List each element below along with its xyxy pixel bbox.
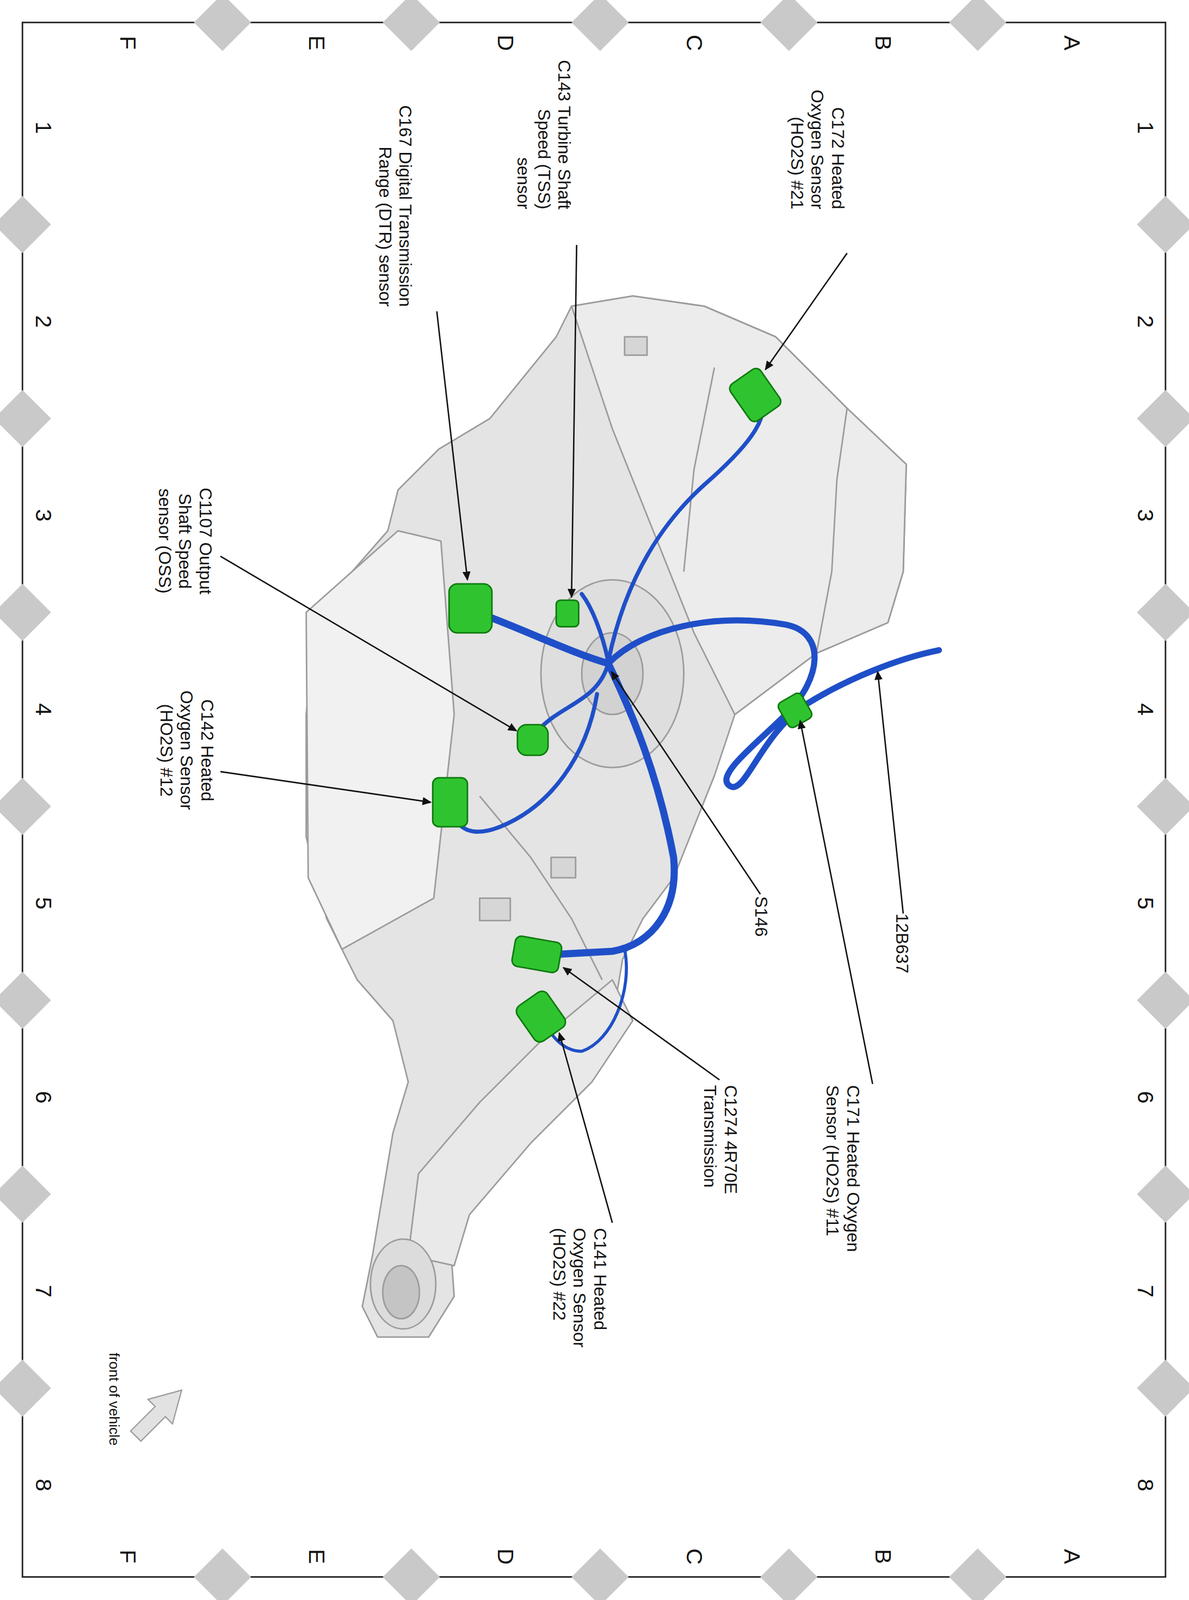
grid-number: 1 <box>29 107 57 149</box>
grid-number: 6 <box>1131 1076 1159 1118</box>
callout-label: C1107 Output Shaft Speed sensor (OSS) <box>152 472 215 611</box>
grid-number: 4 <box>1131 688 1159 730</box>
callout-label: C172 Heated Oxygen Sensor (HO2S) #21 <box>785 56 848 209</box>
grid-letter: E <box>303 22 330 64</box>
splice-label: S146 <box>749 896 771 958</box>
grid-letter: C <box>680 1536 708 1577</box>
grid-number: 6 <box>29 1076 57 1118</box>
grid-number: 8 <box>29 1464 57 1506</box>
grid-letter: F <box>114 1536 141 1577</box>
transmission-case <box>306 296 907 1338</box>
grid-number: 7 <box>1131 1270 1159 1312</box>
grid-number: 3 <box>29 495 57 537</box>
callout-label: C143 Turbine Shaft Speed (TSS) sensor <box>512 56 574 209</box>
grid-letter: B <box>869 1536 897 1577</box>
callout-label: C1274 4R70E Transmission <box>699 1085 741 1238</box>
wiring-harness <box>451 399 939 1052</box>
part-number: 12B637 <box>890 913 912 1006</box>
grid-letter: A <box>1058 1536 1086 1577</box>
front-arrow <box>130 1389 182 1441</box>
grid-number: 3 <box>1131 495 1159 537</box>
leader-lines <box>220 244 904 1223</box>
grid-number: 5 <box>29 882 57 924</box>
connectors <box>432 366 814 1045</box>
grid-number: 2 <box>1131 300 1159 342</box>
grid-number: 4 <box>29 688 57 730</box>
grid-letter: E <box>303 1536 330 1577</box>
grid-number: 8 <box>1131 1464 1159 1506</box>
page-frame <box>22 22 1166 1577</box>
grid-number: 1 <box>1131 107 1159 149</box>
grid-number: 2 <box>29 300 57 342</box>
grid-letter: A <box>1058 22 1086 64</box>
grid-letter: F <box>114 22 141 64</box>
grid-letter: B <box>869 22 897 64</box>
callout-label: C167 Digital Transmission Range (DTR) se… <box>373 56 415 307</box>
callout-label: C141 Heated Oxygen Sensor (HO2S) #22 <box>547 1227 610 1381</box>
grid-letter: D <box>491 22 519 64</box>
grid-letter: D <box>491 1536 519 1577</box>
grid-number: 7 <box>29 1270 57 1312</box>
direction-note: front of vehicle <box>106 1352 123 1506</box>
callout-label: C171 Heated Oxygen Sensor (HO2S) #11 <box>821 1085 863 1259</box>
callout-label: C142 Heated Oxygen Sensor (HO2S) #12 <box>155 673 217 827</box>
grid-number: 5 <box>1131 882 1159 924</box>
grid-letter: C <box>680 22 708 64</box>
